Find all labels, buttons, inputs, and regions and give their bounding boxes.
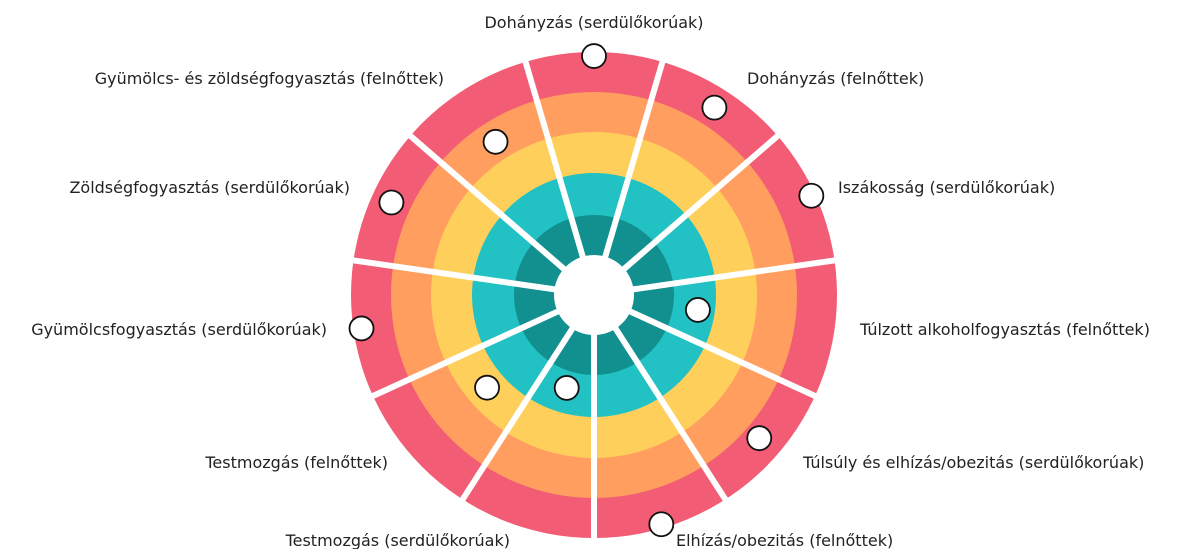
category-label: Dohányzás (serdülőkorúak) bbox=[484, 13, 703, 32]
separators-group bbox=[340, 48, 848, 551]
markers-group bbox=[348, 43, 825, 538]
value-marker bbox=[701, 94, 728, 121]
segment-separator bbox=[340, 255, 559, 293]
segment-separator bbox=[398, 125, 569, 274]
center-hole-group bbox=[554, 255, 634, 335]
value-marker bbox=[378, 189, 405, 216]
category-label: Testmozgás (felnőttek) bbox=[204, 453, 388, 472]
segment-separator bbox=[619, 125, 790, 274]
value-marker bbox=[798, 182, 825, 209]
value-marker bbox=[553, 375, 580, 401]
segment-separator bbox=[629, 255, 848, 293]
labels-group: Dohányzás (serdülőkorúak) Dohányzás (feln… bbox=[31, 13, 1150, 550]
segment-separator bbox=[610, 323, 735, 512]
segment-separator bbox=[601, 48, 670, 262]
category-label: Iszákosság (serdülőkorúak) bbox=[838, 178, 1055, 197]
category-label: Testmozgás (serdülőkorúak) bbox=[285, 531, 510, 549]
category-label: Túlsúly és elhízás/obezitás (serdülőkorú… bbox=[802, 453, 1144, 472]
value-marker bbox=[581, 43, 607, 69]
category-label: Gyümölcsfogyasztás (serdülőkorúak) bbox=[31, 320, 327, 339]
category-label: Gyümölcs- és zöldségfogyasztás (felnőtte… bbox=[95, 69, 444, 88]
category-label: Zöldségfogyasztás (serdülőkorúak) bbox=[69, 178, 350, 197]
segment-separator bbox=[518, 48, 587, 262]
value-marker bbox=[648, 511, 675, 538]
category-label: Elhízás/obezitás (felnőttek) bbox=[676, 531, 893, 549]
category-label: Túlzott alkoholfogyasztás (felnőttek) bbox=[859, 320, 1150, 339]
value-marker bbox=[348, 315, 375, 342]
value-marker bbox=[474, 374, 500, 401]
segment-separator bbox=[625, 307, 829, 405]
segment-separator bbox=[359, 307, 563, 405]
category-label: Dohányzás (felnőttek) bbox=[747, 69, 924, 88]
value-marker bbox=[746, 425, 773, 452]
value-marker bbox=[684, 297, 711, 323]
segment-separator bbox=[453, 323, 578, 512]
center-hole bbox=[554, 255, 634, 335]
value-marker bbox=[482, 128, 509, 155]
